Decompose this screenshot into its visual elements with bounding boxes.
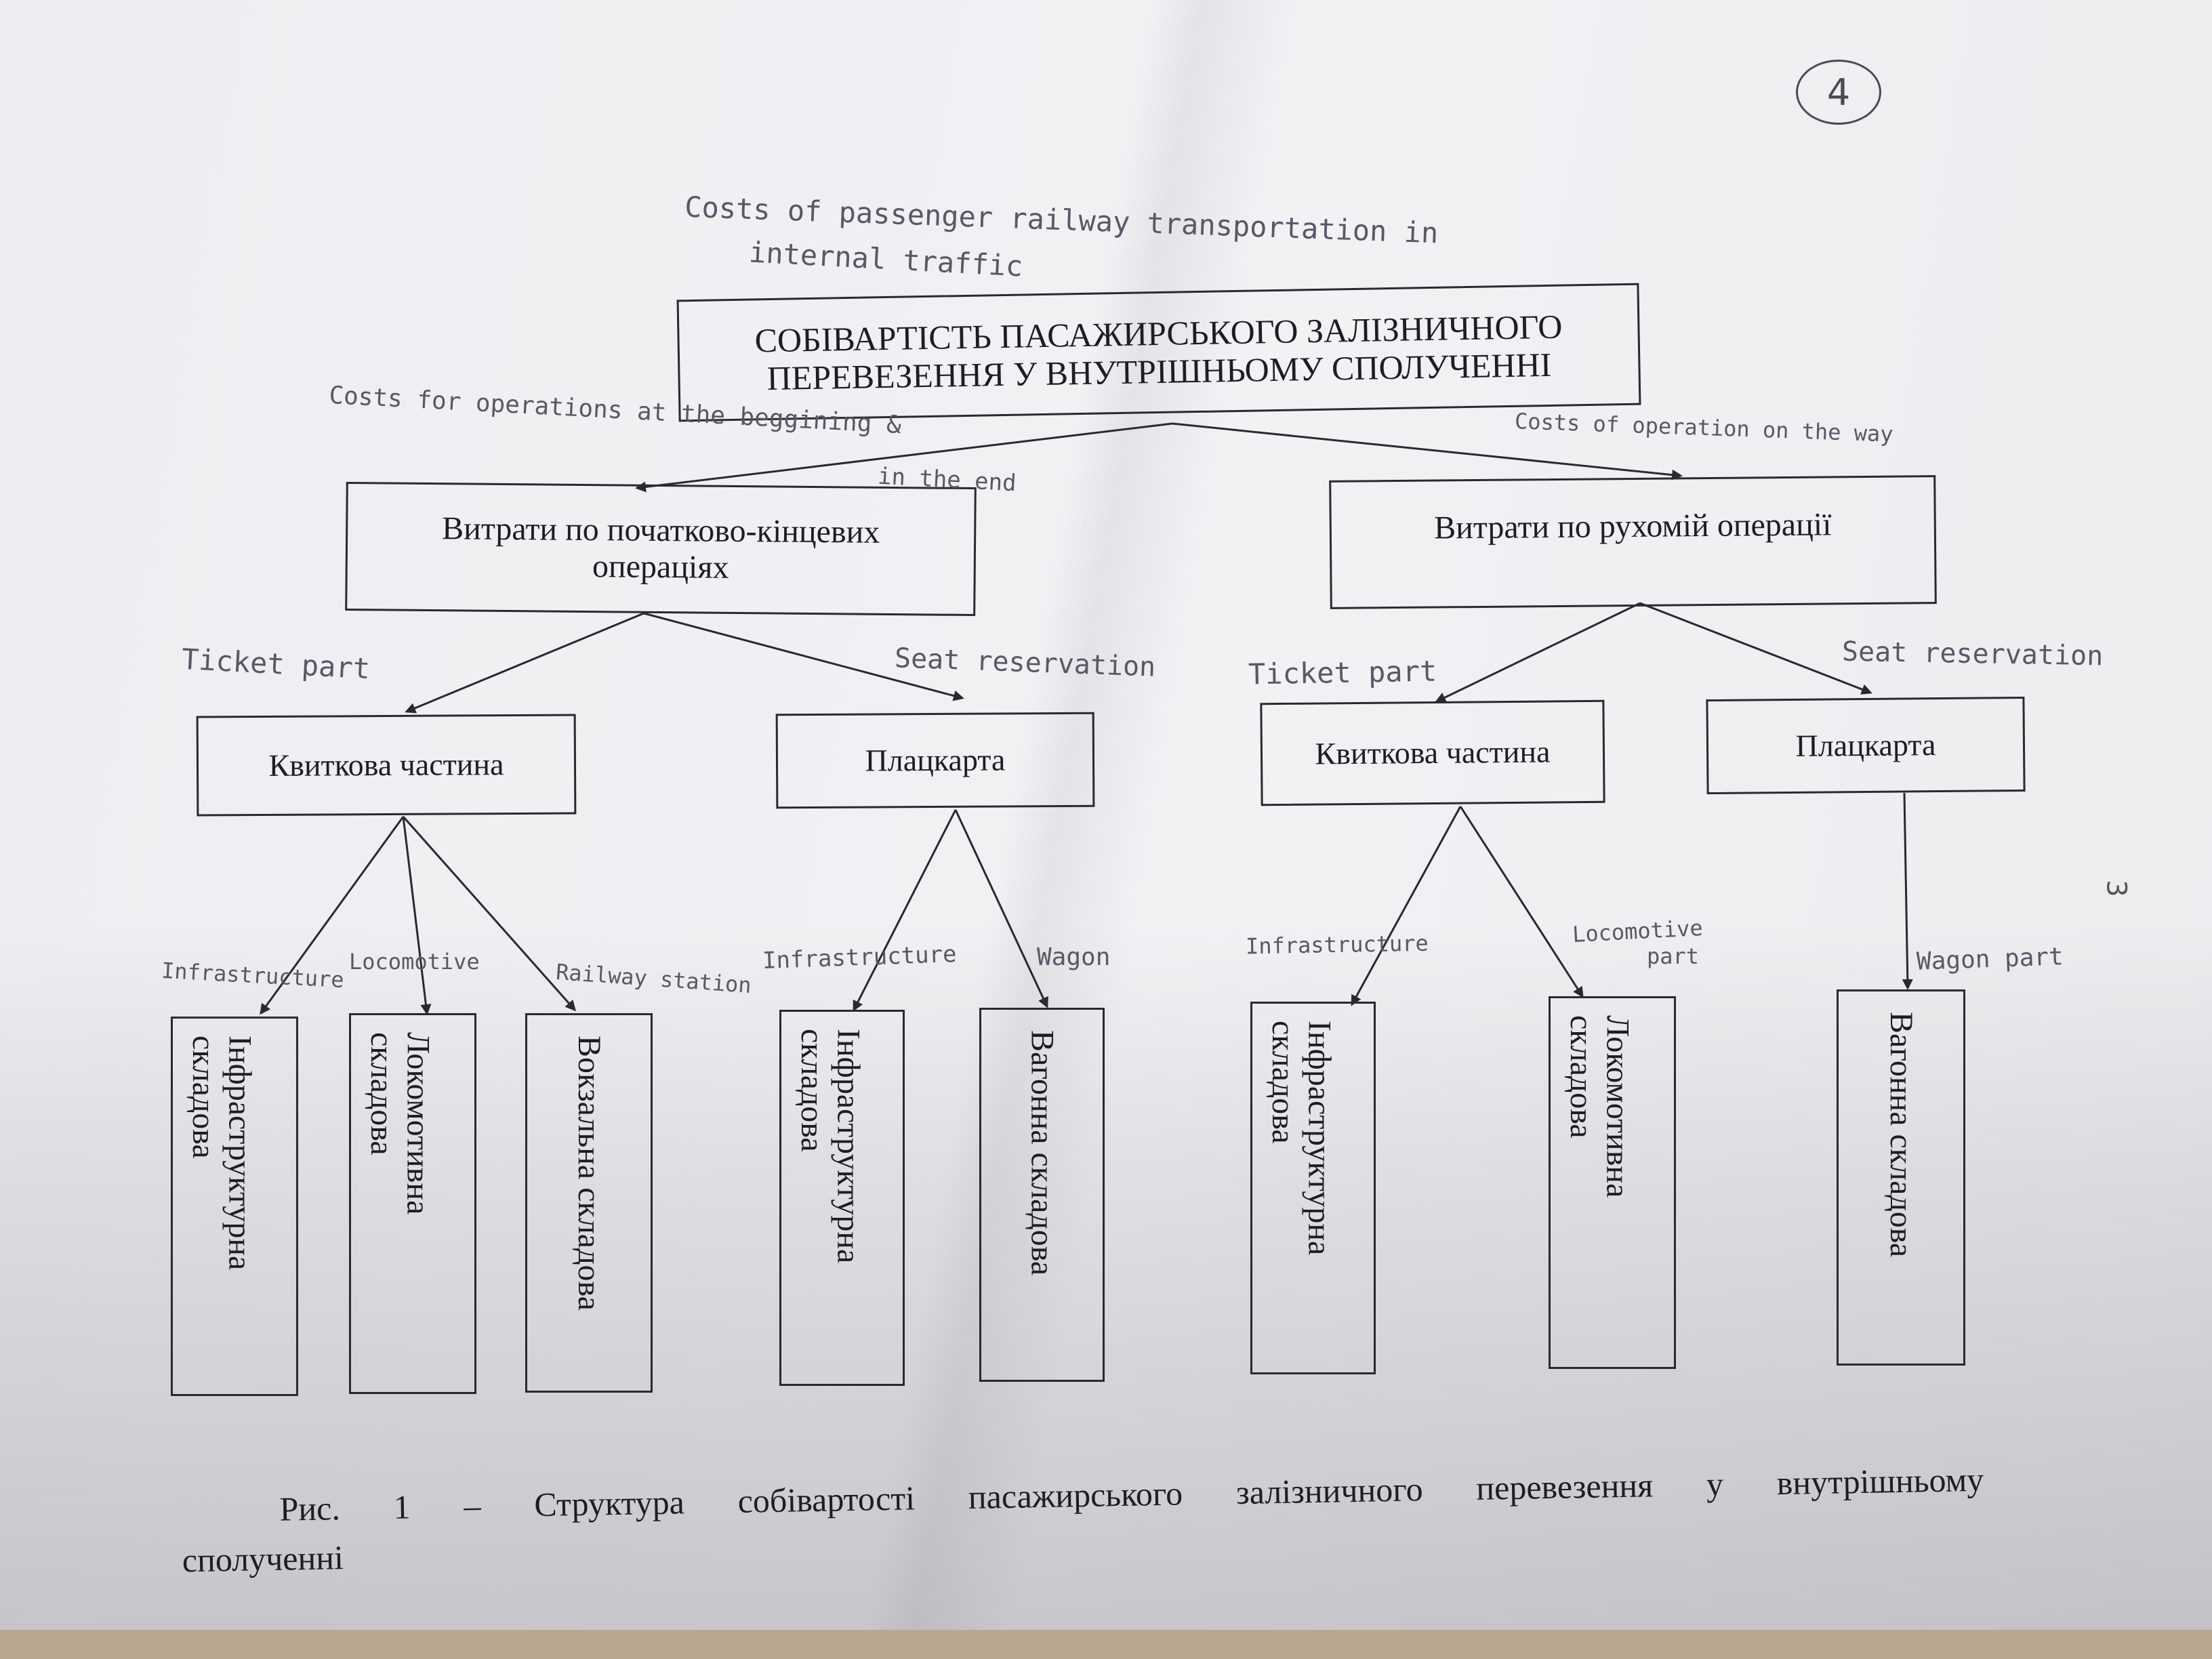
left-branch-text: Витрати по початково-кінцевих операціях (441, 510, 880, 586)
edge-title-right (1172, 422, 1683, 480)
leaf-rt-loco-text: Локомотивна складова (1563, 1015, 1636, 1198)
edge-rt-infra (1351, 806, 1462, 1006)
leaf-lt-loco-box: Локомотивна складова (349, 1013, 476, 1394)
edge-ls-wagon (954, 809, 1048, 1008)
left-seat-box: Плацкарта (775, 712, 1095, 809)
edge-title-left (635, 422, 1173, 493)
title-text: СОБІВАРТІСТЬ ПАСАЖИРСЬКОГО ЗАЛІЗНИЧНОГО … (754, 307, 1563, 398)
right-branch-text: Витрати по рухомій операції (1433, 506, 1832, 546)
leaf-rs-wagon-text: Вагонна складова (1883, 1012, 1919, 1258)
right-seat-text: Плацкарта (1795, 727, 1936, 764)
leaf-rt-loco-box: Локомотивна складова (1549, 996, 1676, 1369)
note-wagon-2: Wagon (1037, 943, 1111, 971)
page-circle-mark: 4 (1796, 60, 1881, 125)
note-ticket-right: Ticket part (1248, 654, 1437, 691)
leaf-ls-wagon-text: Вагонна складова (1024, 1030, 1061, 1276)
note-seat-right: Seat reservation (1841, 636, 2104, 672)
edge-lt-loco (402, 816, 432, 1015)
leaf-lt-station-box: Вокзальна складова (525, 1013, 653, 1393)
left-ticket-box: Квиткова частина (196, 714, 577, 817)
left-seat-text: Плацкарта (865, 742, 1006, 778)
left-branch-box: Витрати по початково-кінцевих операціях (345, 481, 977, 617)
edge-left-ticket (405, 612, 644, 714)
edge-rs-wagon (1902, 792, 1913, 990)
right-seat-box: Плацкарта (1706, 696, 2026, 795)
note-infra-3: Infrastructure (1245, 930, 1429, 960)
leaf-lt-infra-text: Інфраструктурна складова (185, 1036, 258, 1271)
page-circle-text: 4 (1826, 70, 1851, 114)
title-box: СОБІВАРТІСТЬ ПАСАЖИРСЬКОГО ЗАЛІЗНИЧНОГО … (676, 283, 1641, 422)
note-wagon-4: Wagon part (1916, 943, 2064, 976)
leaf-lt-station-text: Вокзальна складова (571, 1036, 607, 1311)
right-ticket-text: Квиткова частина (1315, 734, 1551, 771)
edge-left-seat (643, 612, 964, 701)
margin-mark: 3 (2100, 880, 2132, 897)
edge-right-ticket (1435, 602, 1641, 703)
leaf-ls-infra-text: Інфраструктурна складова (794, 1029, 867, 1264)
edge-lt-infra (260, 816, 405, 1015)
leaf-lt-infra-box: Інфраструктурна складова (171, 1017, 298, 1396)
right-ticket-box: Квиткова частина (1260, 699, 1605, 806)
leaf-lt-loco-text: Локомотивна складова (363, 1032, 436, 1215)
leaf-rt-infra-text: Інфраструктурна складова (1265, 1021, 1338, 1256)
edge-lt-station (402, 816, 576, 1012)
leaf-rs-wagon-box: Вагонна складова (1837, 989, 1965, 1366)
edge-ls-infra (853, 809, 957, 1012)
table-surface (0, 1630, 2212, 1659)
edge-rt-loco (1459, 806, 1584, 998)
note-loco-3b: part (1647, 943, 1700, 969)
leaf-ls-infra-box: Інфраструктурна складова (779, 1010, 905, 1386)
leaf-ls-wagon-box: Вагонна складова (979, 1008, 1105, 1382)
right-branch-box: Витрати по рухомій операції (1329, 475, 1937, 609)
shadow-overlay (0, 922, 2212, 1659)
note-loco-1: Locomotive (349, 949, 480, 975)
leaf-rt-infra-box: Інфраструктурна складова (1250, 1002, 1376, 1374)
edge-right-seat (1639, 602, 1872, 695)
left-ticket-text: Квиткова частина (268, 747, 504, 783)
